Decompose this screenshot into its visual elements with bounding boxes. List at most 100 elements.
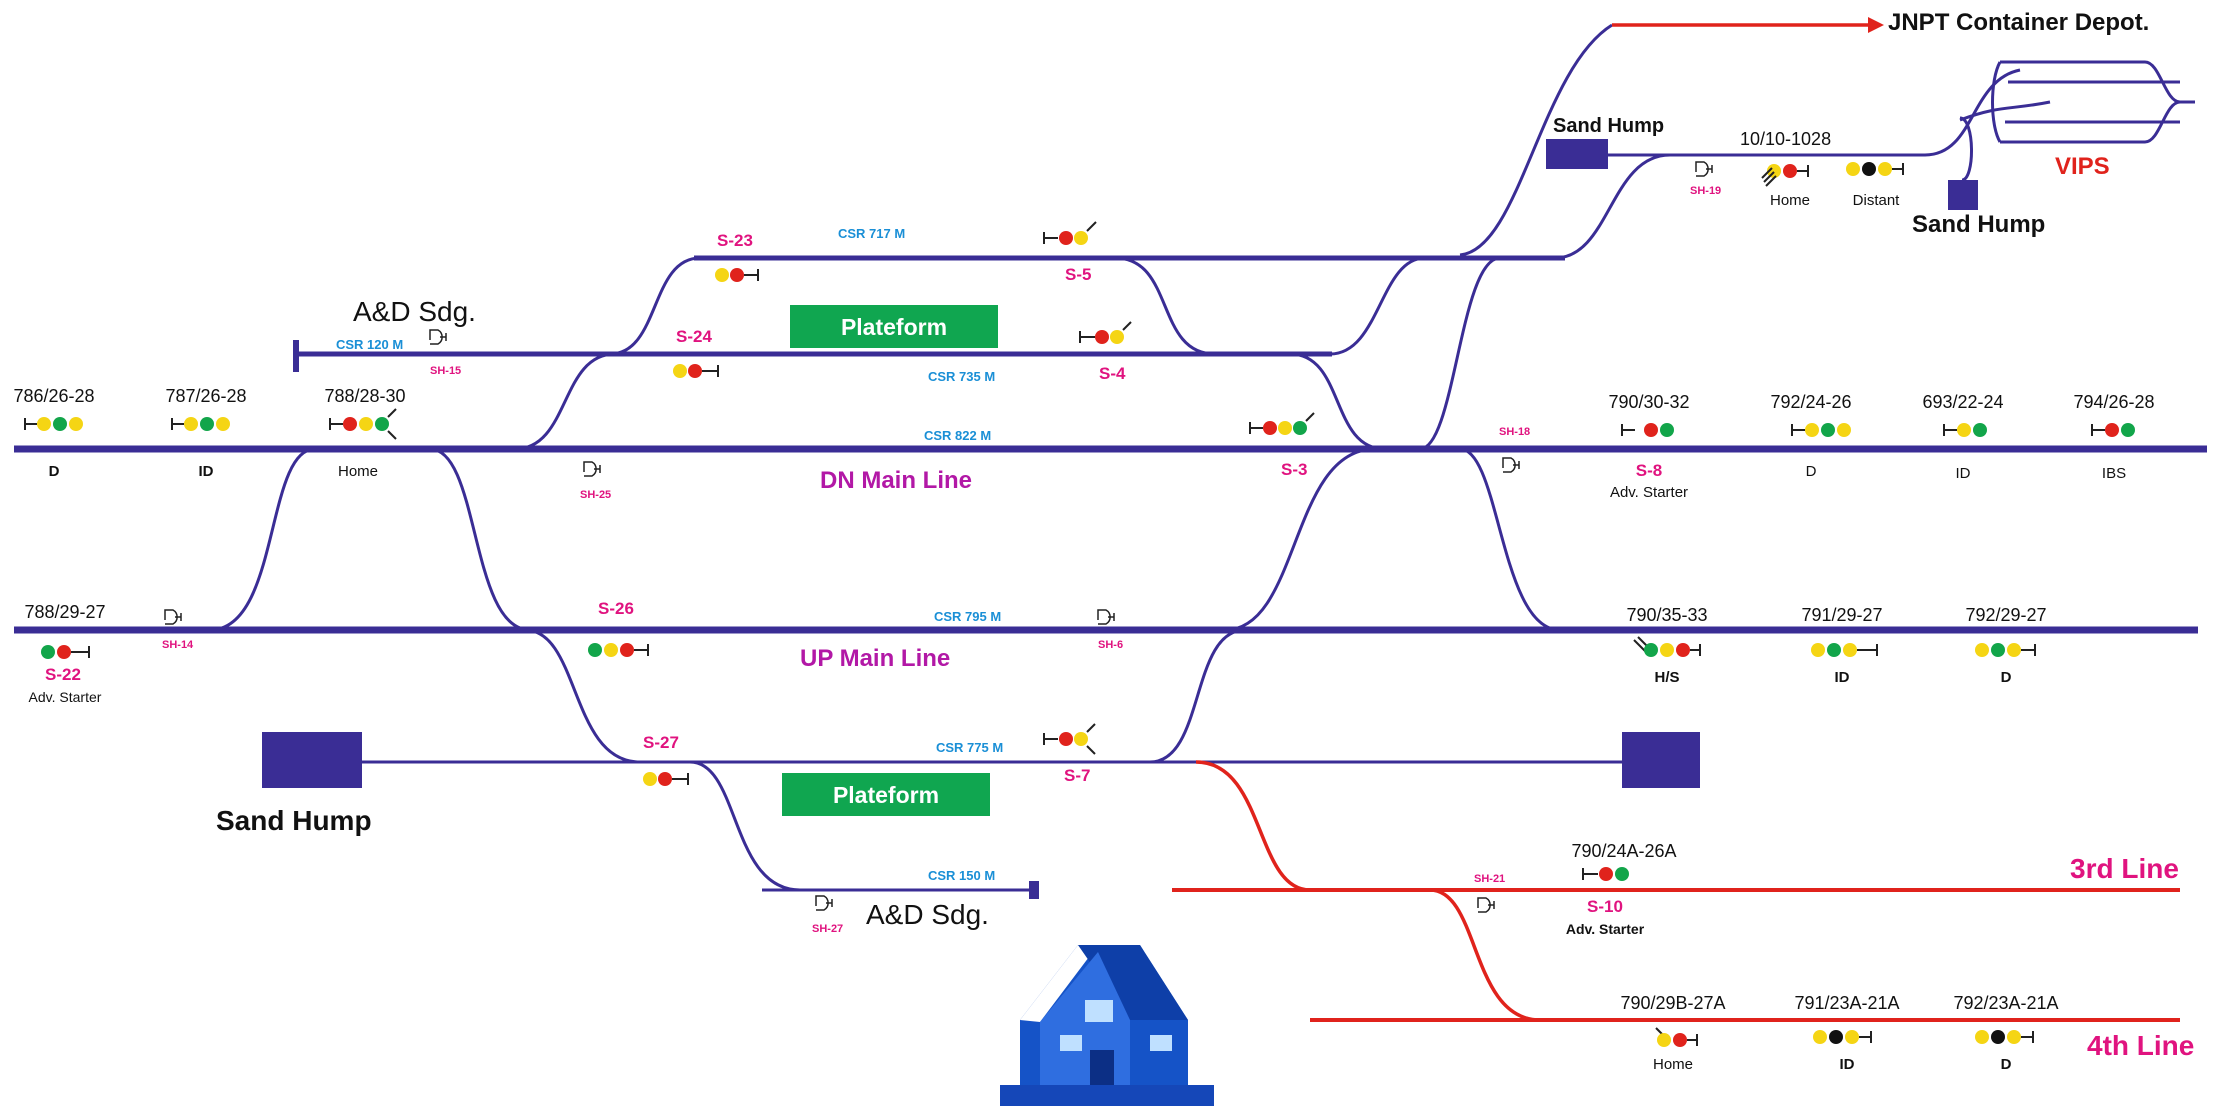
up-km-2: 791/29-27 (1801, 605, 1882, 625)
crossover-s4-dn (1289, 352, 1386, 451)
jnpt-arrow-head (1868, 17, 1884, 33)
shunt-signal-icon (583, 461, 601, 477)
third-type-0: Adv. Starter (1566, 921, 1645, 937)
fourth-signal-791-aspect (1813, 1030, 1872, 1044)
s26-label: S-26 (598, 599, 634, 618)
third-km-0: 790/24A-26A (1571, 841, 1676, 861)
shunt-signal-icon (815, 895, 833, 911)
sand-hump-right-block (1948, 180, 1978, 210)
signal-s3-aspect (1249, 412, 1315, 435)
up-siding-end-block (1622, 732, 1700, 788)
dn-km-5: 693/22-24 (1922, 392, 2003, 412)
fourth-signal-792-aspect (1975, 1030, 2034, 1044)
sh-18-label: SH-18 (1499, 426, 1530, 438)
lower-siding-curve (689, 760, 801, 892)
sh-14-label: SH-14 (162, 639, 194, 651)
third-signal-790-aspect (1582, 867, 1629, 881)
vips-loop (2000, 60, 2195, 144)
dn-signal-787-aspect (171, 417, 230, 431)
up-type-2: ID (1835, 669, 1850, 686)
vips-fan (1991, 61, 2002, 143)
dn-signal-693-aspect (1943, 423, 1987, 437)
up-signal-792-aspect (1975, 643, 2036, 657)
crossover-dn-right (1419, 256, 1501, 451)
fourth-type-2: D (2001, 1056, 2012, 1073)
signal-s24-aspect (673, 364, 719, 378)
dn-type-2: Home (338, 463, 378, 480)
crossover-home-up-2 (429, 447, 531, 632)
crossover-lower-up-right (1149, 628, 1246, 764)
sh-27-label: SH-27 (812, 923, 843, 935)
fourth-line-label: 4th Line (2087, 1030, 2194, 1061)
up-type-0: Adv. Starter (29, 689, 102, 705)
third-fourth-lines (1172, 17, 2180, 1022)
vips-hump-link (1959, 116, 1973, 182)
up-km-1: 790/35-33 (1626, 605, 1707, 625)
s3-label: S-3 (1281, 460, 1307, 479)
sh-21-label: SH-21 (1474, 873, 1505, 885)
up-type-3: D (2001, 669, 2012, 686)
third-line-label: 3rd Line (2070, 853, 2179, 884)
up-km-3: 792/29-27 (1965, 605, 2046, 625)
shunt-signal-icon (1477, 897, 1495, 913)
signal-labels: 10/10-1028 Home Distant S-23 S-5 S-24 S-… (13, 129, 2154, 1073)
dn-km-3: 790/30-32 (1608, 392, 1689, 412)
dn-type-6: IBS (2102, 465, 2126, 482)
signal-s26-aspect (588, 643, 649, 657)
shunt-signal-icon (429, 329, 447, 345)
s22-label: S-22 (45, 665, 81, 684)
crossover-up-right (1459, 447, 1561, 632)
upper-platform (790, 305, 998, 348)
signal-s7-aspect (1043, 723, 1096, 755)
sh-25-label: SH-25 (580, 489, 611, 501)
s24-label: S-24 (676, 327, 712, 346)
up-signal-790-aspect (1633, 636, 1701, 657)
dn-km-0: 786/26-28 (13, 386, 94, 406)
jnpt-connection (1459, 23, 1613, 257)
shunt-signal-icon (164, 609, 182, 625)
sand-hump-top-connection (1554, 153, 1671, 260)
csr-795-label: CSR 795 M (934, 609, 1001, 624)
csr-822-label: CSR 822 M (924, 428, 991, 443)
fourth-km-2: 792/23A-21A (1953, 993, 2058, 1013)
signal-s27-aspect (643, 772, 689, 786)
dn-type-5: ID (1956, 465, 1971, 482)
dn-signal-792-aspect (1791, 423, 1851, 437)
dn-km-1: 787/26-28 (165, 386, 246, 406)
fourth-type-0: Home (1653, 1056, 1693, 1073)
s10-label: S-10 (1587, 897, 1623, 916)
s5-label: S-5 (1065, 265, 1091, 284)
dn-type-3: Adv. Starter (1610, 484, 1688, 501)
dn-type-4: D (1806, 463, 1817, 480)
up-km-0: 788/29-27 (24, 602, 105, 622)
csr-735-label: CSR 735 M (928, 369, 995, 384)
fourth-km-0: 790/29B-27A (1620, 993, 1725, 1013)
shunt-signal-icon (1097, 609, 1115, 625)
tracks (14, 23, 2207, 899)
lower-platform-label: Plateform (833, 782, 939, 808)
csr-717-label: CSR 717 M (838, 226, 905, 241)
sand-hump-right-label: Sand Hump (1912, 211, 2045, 238)
sh-6-label: SH-6 (1098, 639, 1123, 651)
vips-label: VIPS (2055, 153, 2110, 180)
sh-15-label: SH-15 (430, 365, 461, 377)
dn-signal-788-aspect (329, 408, 397, 440)
up-signal-791-aspect (1811, 643, 1878, 657)
dn-type-0: D (49, 463, 60, 480)
signal-s23-aspect (715, 268, 759, 282)
lower-siding-label: A&D Sdg. (866, 899, 989, 930)
dn-signal-794-aspect (2091, 423, 2135, 437)
crossover-dn-loop (1329, 256, 1426, 356)
signal-aspects (24, 162, 2135, 1047)
s4-label: S-4 (1099, 364, 1126, 383)
sand-hump-top-label: Sand Hump (1553, 115, 1664, 137)
top-home-label: Home (1770, 192, 1810, 209)
crossover-dn-up-mid (1224, 447, 1376, 632)
dn-type-1: ID (199, 463, 214, 480)
sand-hump-left-block (262, 732, 362, 788)
dn-km-2: 788/28-30 (324, 386, 405, 406)
upper-platform-label: Plateform (841, 314, 947, 340)
fourth-type-1: ID (1840, 1056, 1855, 1073)
signal-s5-aspect (1043, 221, 1097, 245)
crossover-dn-upper (514, 352, 616, 451)
